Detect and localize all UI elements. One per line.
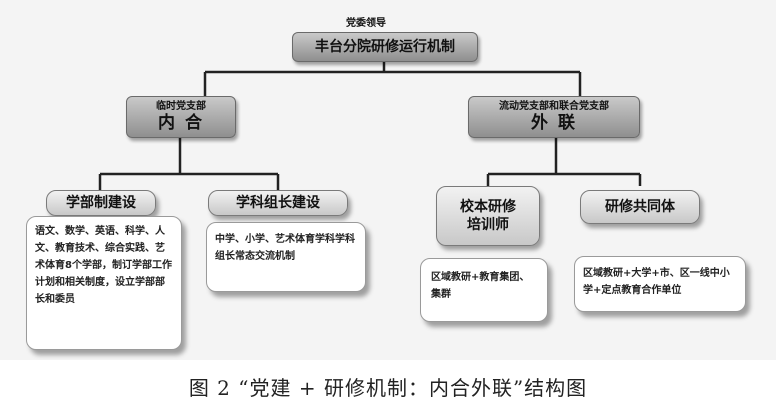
xiaoben-desc: 区域教研+教育集团、集群 (431, 272, 530, 300)
gongtongti-desc: 区域教研+大学+市、区一线中小学+定点教育合作单位 (583, 268, 730, 296)
xueke-desc-box: 中学、小学、艺术体育学科学科组长常态交流机制 (206, 222, 366, 292)
top-node: 丰台分院研修运行机制 (292, 32, 478, 62)
xueke-node: 学科组长建设 (208, 190, 348, 216)
structure-diagram: 党委领导 丰台分院研修运行机制 临时党支部 内 合 流动党支部和联合党支部 外 … (0, 0, 776, 360)
neihe-label: 临时党支部 (156, 101, 206, 112)
xiaoben-title-line1: 校本研修 (460, 199, 516, 215)
connector-lines (98, 62, 642, 190)
xuebu-desc: 语文、数学、英语、科学、人文、教育技术、综合实践、艺术体育8个学部，制订学部工作… (35, 226, 172, 305)
xiaoben-title-line2: 培训师 (467, 217, 509, 233)
wailian-title: 外 联 (531, 113, 577, 133)
xiaoben-node: 校本研修 培训师 (436, 186, 540, 246)
xiaoben-desc-box: 区域教研+教育集团、集群 (420, 258, 548, 322)
gongtongti-desc-box: 区域教研+大学+市、区一线中小学+定点教育合作单位 (574, 256, 746, 312)
wailian-node: 流动党支部和联合党支部 外 联 (468, 96, 640, 138)
xueke-desc: 中学、小学、艺术体育学科学科组长常态交流机制 (215, 234, 355, 262)
neihe-node: 临时党支部 内 合 (126, 96, 236, 138)
xueke-title: 学科组长建设 (236, 195, 320, 211)
wailian-label: 流动党支部和联合党支部 (499, 101, 609, 112)
xuebu-node: 学部制建设 (46, 190, 156, 216)
xuebu-desc-box: 语文、数学、英语、科学、人文、教育技术、综合实践、艺术体育8个学部，制订学部工作… (26, 216, 182, 350)
top-title: 丰台分院研修运行机制 (315, 39, 455, 55)
gongtongti-node: 研修共同体 (580, 190, 700, 224)
gongtongti-title: 研修共同体 (605, 199, 675, 215)
top-label: 党委领导 (346, 18, 386, 29)
xuebu-title: 学部制建设 (66, 195, 136, 211)
neihe-title: 内 合 (158, 113, 204, 133)
figure-caption: 图 2 “党建 + 研修机制：内合外联”结构图 (188, 376, 588, 400)
